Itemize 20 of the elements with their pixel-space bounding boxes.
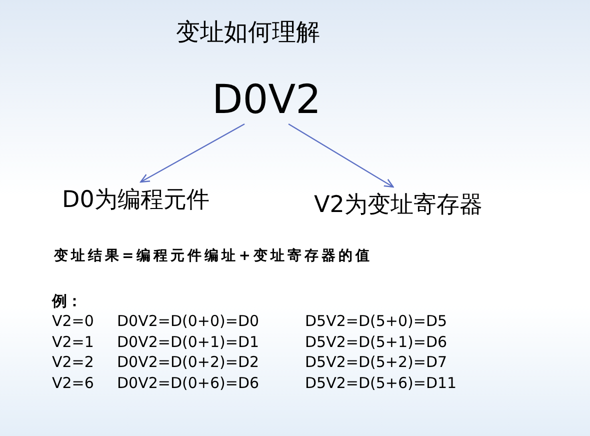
table-cell: D0V2=D(0+1)=D1: [117, 332, 260, 350]
node-text: V2为变址寄存器: [314, 193, 482, 218]
node-text: D0为编程元件: [62, 188, 210, 214]
table-cell: V2=2: [52, 353, 94, 371]
table-cell: V2=0: [52, 312, 94, 330]
table-cell: D0V2=D(0+6)=D6: [117, 374, 260, 392]
table-cell: V2=1: [52, 332, 94, 350]
table-cell: D5V2=D(5+2)=D7: [305, 353, 448, 371]
node-text: D0V2: [212, 78, 322, 122]
formula-text: 变址结果=编程元件编址+变址寄存器的值: [54, 247, 372, 265]
table-cell: D5V2=D(5+6)=D11: [305, 374, 457, 392]
table-cell: D0V2=D(0+0)=D0: [117, 312, 260, 330]
table-cell: V2=6: [52, 374, 94, 392]
arrow: [288, 123, 394, 188]
table-cell: D5V2=D(5+0)=D5: [305, 312, 448, 330]
table-cell: D5V2=D(5+1)=D6: [305, 332, 448, 350]
arrow: [140, 123, 245, 183]
title: 变址如何理解: [176, 17, 320, 48]
table-cell: D0V2=D(0+2)=D2: [117, 353, 260, 371]
example-label: 例：: [52, 292, 82, 311]
